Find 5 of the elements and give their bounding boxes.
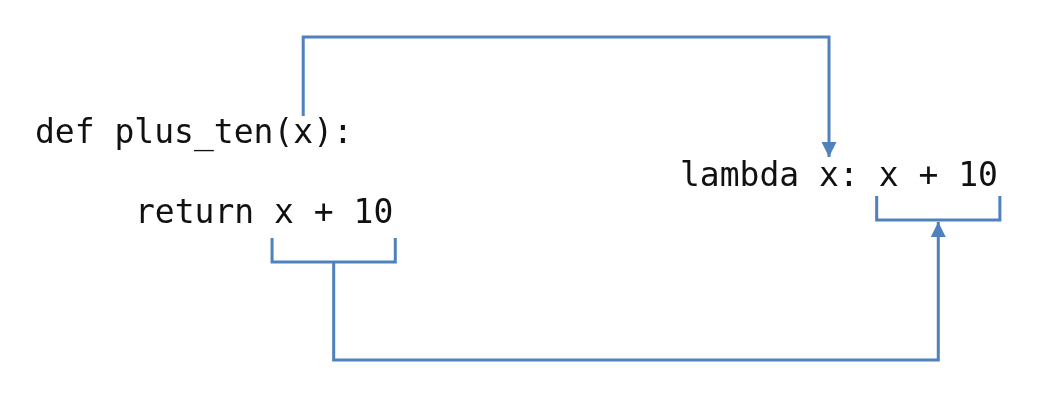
code-line: def plus_ten(x):	[35, 112, 353, 152]
code-line: return x + 10	[135, 192, 394, 232]
arrow	[332, 222, 946, 362]
code-line: lambda x: x + 10	[680, 155, 998, 195]
arrow	[301, 35, 837, 157]
